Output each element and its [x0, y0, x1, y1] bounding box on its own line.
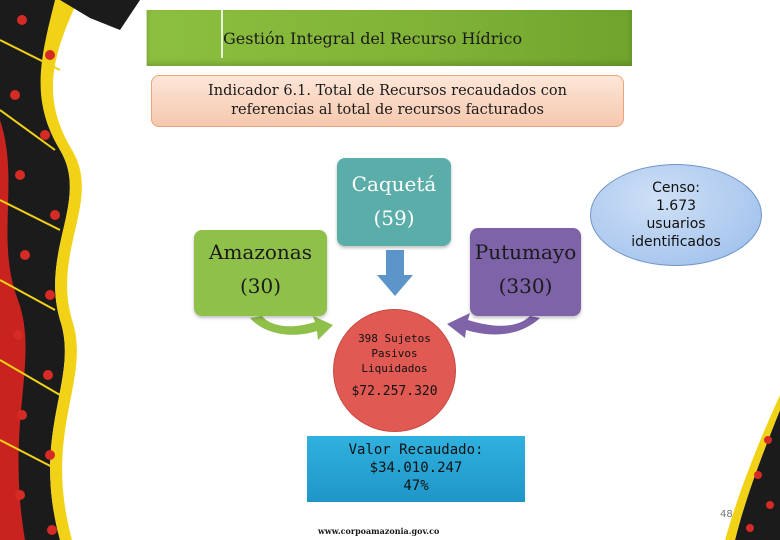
region-amazonas: Amazonas (30) — [194, 230, 327, 316]
censo-line-4: identificados — [631, 234, 721, 250]
region-putumayo-name: Putumayo — [474, 240, 577, 264]
valor-recaudado-box: Valor Recaudado: $34.010.247 47% — [307, 436, 525, 502]
region-caqueta-count: (59) — [373, 206, 415, 230]
top-decor-wedge — [60, 0, 140, 30]
censo-line-2: 1.673 — [655, 198, 697, 214]
right-decor-dots — [746, 436, 774, 532]
region-putumayo: Putumayo (330) — [470, 228, 581, 316]
page-title: Gestión Integral del Recurso Hídrico — [223, 29, 523, 48]
censo-bubble: Censo: 1.673 usuarios identificados — [590, 164, 762, 266]
footer-url: www.corpoamazonia.gov.co — [318, 526, 440, 536]
header-banner: Gestión Integral del Recurso Hídrico — [146, 10, 632, 66]
region-amazonas-count: (30) — [239, 274, 282, 298]
indicator-box: Indicador 6.1. Total de Recursos recauda… — [151, 75, 624, 127]
left-red-stripe — [0, 120, 26, 540]
sujetos-label: 398 Sujetos Pasivos Liquidados — [334, 331, 455, 376]
region-caqueta: Caquetá (59) — [337, 158, 451, 246]
valor-line-2: $34.010.247 — [369, 460, 463, 476]
sujetos-line-2: Pasivos — [371, 347, 418, 360]
amazonas-curved-arrow-icon — [250, 316, 333, 340]
left-yellow-stripe — [40, 0, 82, 540]
valor-line-3: 47% — [403, 478, 429, 494]
sujetos-line-1: 398 Sujetos — [358, 332, 431, 345]
left-decor-dots — [10, 15, 60, 535]
sujetos-amount: $72.257.320 — [351, 384, 438, 399]
region-amazonas-name: Amazonas — [209, 240, 312, 264]
indicator-line-2: referencias al total de recursos factura… — [231, 102, 544, 118]
sujetos-line-3: Liquidados — [361, 362, 428, 375]
right-yellow-stripe — [725, 395, 780, 540]
censo-line-3: usuarios — [646, 216, 706, 232]
indicator-line-1: Indicador 6.1. Total de Recursos recauda… — [208, 83, 567, 99]
left-decor-lines — [0, 39, 61, 471]
putumayo-curved-arrow-icon — [447, 313, 540, 338]
sujetos-circle: 398 Sujetos Pasivos Liquidados $72.257.3… — [334, 310, 455, 431]
down-arrow-icon — [377, 250, 413, 296]
header-divider — [221, 10, 223, 58]
valor-line-1: Valor Recaudado: — [348, 442, 484, 458]
region-caqueta-name: Caquetá — [351, 172, 437, 196]
page-number: 48 — [720, 509, 733, 520]
censo-line-1: Censo: — [652, 180, 700, 196]
region-putumayo-count: (330) — [498, 274, 553, 298]
